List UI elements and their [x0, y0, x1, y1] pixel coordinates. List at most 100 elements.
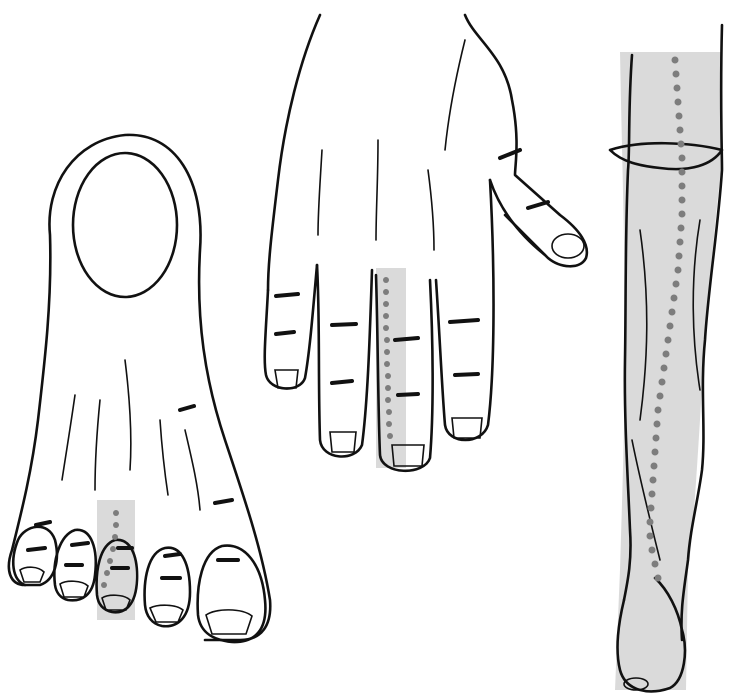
foot-sole-line — [185, 430, 200, 510]
hand-meridian-dot — [384, 361, 390, 367]
leg-drawing — [610, 25, 722, 691]
foot-drawing — [9, 135, 270, 642]
foot-crease — [36, 522, 50, 525]
hand-meridian-dot — [383, 277, 389, 283]
leg-meridian-dot — [647, 533, 654, 540]
leg-meridian-dot — [679, 183, 686, 190]
hand-crease — [276, 332, 294, 334]
leg-meridian-dot — [669, 309, 676, 316]
hand-tendon-line — [376, 140, 378, 240]
hand-crease — [398, 394, 418, 395]
leg-meridian-dot — [679, 197, 686, 204]
foot-meridian-dot — [113, 510, 119, 516]
leg-meridian-dot — [677, 127, 684, 134]
foot-meridian-dot — [104, 570, 110, 576]
foot-toenail-5 — [206, 610, 252, 634]
hand-crease — [455, 374, 478, 375]
hand-crease — [450, 320, 478, 322]
hand-meridian-dot — [383, 313, 389, 319]
hand-fingernail-index — [452, 418, 482, 438]
hand-tendon-line — [428, 170, 434, 250]
foot-meridian-dot — [110, 546, 116, 552]
leg-meridian-dot — [677, 239, 684, 246]
foot-outline — [9, 135, 270, 640]
leg-meridian-dot — [653, 435, 660, 442]
leg-meridian-dot — [665, 337, 672, 344]
foot-toe-4 — [145, 548, 190, 627]
hand-tendon-line — [445, 40, 465, 150]
foot-crease — [28, 548, 45, 550]
foot-toenail-1 — [20, 567, 44, 582]
leg-meridian-dot — [657, 393, 664, 400]
foot-crease — [215, 500, 232, 503]
leg-meridian-dot — [663, 351, 670, 358]
leg-meridian-dot — [671, 295, 678, 302]
hand-meridian-dot — [387, 433, 393, 439]
hand-meridian-dot — [384, 337, 390, 343]
foot-meridian-dot — [113, 522, 119, 528]
foot-crease — [72, 543, 88, 545]
hand-finger-ring — [317, 265, 372, 456]
hand-crease — [332, 324, 356, 325]
hand-fingernail-little — [275, 370, 298, 388]
leg-meridian-dot — [655, 575, 662, 582]
leg-meridian-dot — [652, 561, 659, 568]
leg-meridian-dot — [679, 169, 686, 176]
hand-thumbnail — [552, 234, 584, 258]
hand-thumb — [490, 180, 545, 255]
leg-meridian-dot — [667, 323, 674, 330]
leg-meridian-dot — [647, 519, 654, 526]
foot-toenail-4 — [150, 605, 183, 622]
foot-sole-line — [62, 395, 75, 480]
hand-meridian-dot — [383, 301, 389, 307]
leg-meridian-dot — [659, 379, 666, 386]
leg-meridian-dot — [650, 477, 657, 484]
foot-heel-oval — [73, 153, 177, 297]
hand-meridian-dot — [385, 373, 391, 379]
hand-meridian-dot — [386, 421, 392, 427]
hand-meridian-dot — [383, 289, 389, 295]
foot-toenail-2 — [60, 581, 88, 597]
leg-meridian-dot — [654, 421, 661, 428]
leg-meridian-dot — [652, 449, 659, 456]
foot-meridian-dot — [101, 582, 107, 588]
leg-meridian-dot — [661, 365, 668, 372]
hand-tendon-line — [318, 150, 322, 235]
foot-crease — [180, 406, 194, 410]
leg-meridian-dot — [679, 211, 686, 218]
leg-meridian-dot — [676, 253, 683, 260]
hand-meridian-dot — [386, 409, 392, 415]
foot-sole-line — [125, 360, 131, 470]
hand-crease — [528, 202, 548, 208]
leg-meridian-dot — [674, 85, 681, 92]
hand-crease — [395, 338, 418, 340]
leg-meridian-dot — [675, 99, 682, 106]
foot-sole-line — [95, 400, 100, 490]
leg-meridian-dot — [679, 155, 686, 162]
leg-meridian-dot — [649, 491, 656, 498]
hand-drawing — [265, 15, 587, 471]
leg-meridian-dot — [651, 463, 658, 470]
leg-meridian-dot — [675, 267, 682, 274]
leg-meridian-dot — [649, 547, 656, 554]
hand-meridian-dot — [384, 349, 390, 355]
hand-fingernail-ring — [330, 432, 356, 452]
foot-meridian-dot — [107, 558, 113, 564]
hand-finger-index — [436, 180, 494, 440]
hand-meridian-dot — [383, 325, 389, 331]
leg-meridian-dot — [672, 57, 679, 64]
leg-meridian-dot — [648, 505, 655, 512]
leg-meridian-dot — [673, 71, 680, 78]
hand-meridian-dot — [385, 397, 391, 403]
foot-crease — [165, 554, 180, 556]
leg-meridian-dot — [655, 407, 662, 414]
leg-meridian-dot — [676, 113, 683, 120]
leg-meridian-dot — [673, 281, 680, 288]
hand-crease — [332, 381, 352, 383]
foot-toe-1 — [13, 527, 57, 585]
hand-crease — [276, 294, 298, 296]
hand-meridian-dot — [385, 385, 391, 391]
foot-sole-line — [160, 420, 168, 495]
foot-meridian-dot — [112, 534, 118, 540]
